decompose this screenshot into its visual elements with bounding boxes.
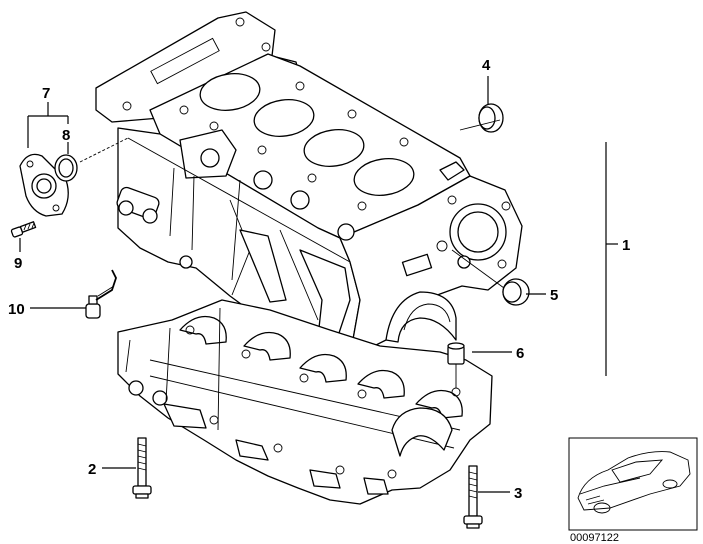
callout-8: 8 [62, 127, 70, 144]
callout-3: 3 [514, 485, 522, 502]
reference-number: 00097122 [570, 532, 619, 544]
flange-cover-7 [19, 153, 69, 217]
callout-4: 4 [482, 57, 491, 74]
callout-10: 10 [8, 301, 25, 318]
plug-5 [502, 278, 530, 306]
callout-6: 6 [516, 345, 524, 362]
o-ring-8 [54, 154, 78, 182]
callout-9: 9 [14, 255, 22, 272]
callout-2: 2 [88, 461, 96, 478]
bolt-2 [132, 437, 152, 499]
vehicle-thumbnail [568, 437, 698, 531]
sensor-10 [85, 269, 117, 319]
callout-1: 1 [622, 237, 630, 254]
leader-lines [19, 76, 618, 493]
dowel-sleeve-6 [447, 342, 465, 365]
callout-5: 5 [550, 287, 558, 304]
callout-7: 7 [42, 85, 50, 102]
screw-9 [10, 221, 37, 238]
plug-4 [478, 103, 504, 133]
engine-block [95, 11, 523, 379]
bolt-3 [463, 465, 483, 529]
bedplate [117, 299, 493, 505]
